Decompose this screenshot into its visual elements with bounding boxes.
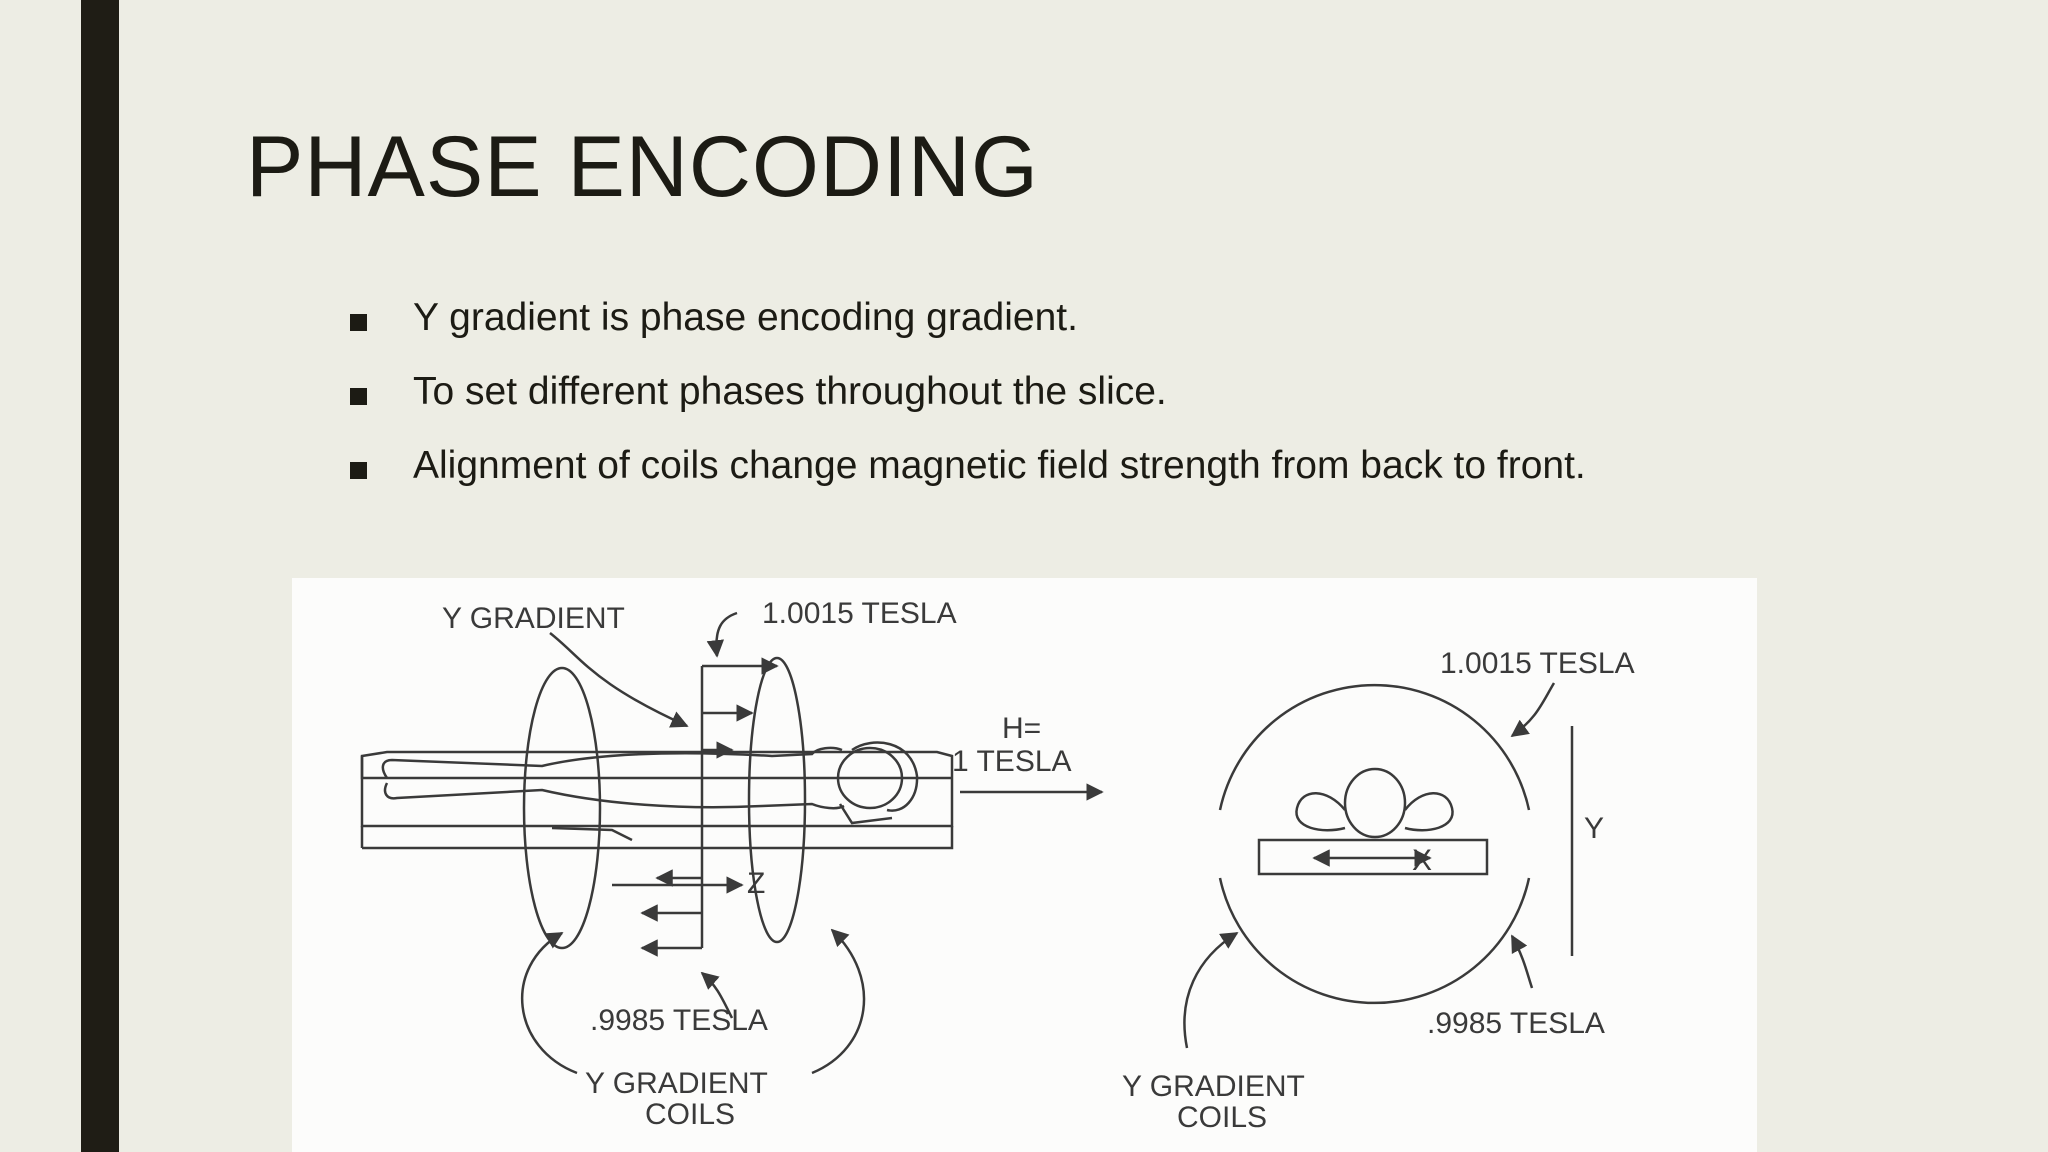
coil-pointer-right [811,928,866,1075]
slide-title: PHASE ENCODING [246,119,1039,215]
right-top-field-label: 1.0015 TESLA [1440,647,1635,680]
right-coils-label-line1: Y GRADIENT [1122,1070,1305,1103]
square-bullet-icon [350,314,367,331]
bullet-text: Y gradient is phase encoding gradient. [413,296,1078,339]
side-accent-bar [81,0,119,1152]
z-axis-label: Z [747,867,765,900]
x-axis-label: X [1412,844,1432,877]
square-bullet-icon [350,462,367,479]
y-gradient-label: Y GRADIENT [442,602,625,635]
left-coils-label-line2: COILS [645,1098,735,1131]
patient-figure [381,741,919,842]
phase-encoding-diagram: Y GRADIENT 1.0015 TESLA Z .9985 TESLA Y … [292,578,1757,1152]
gradient-plane [640,657,779,957]
field-h-label-line2: 1 TESLA [952,745,1072,778]
y-gradient-pointer [549,632,689,728]
left-bottom-field-label: .9985 TESLA [590,1004,768,1037]
right-coils-label-line2: COILS [1177,1101,1267,1134]
coil-pointer-left [520,931,578,1075]
field-h-label-line1: H= [1002,712,1041,745]
top-field-pointer [706,611,738,658]
left-top-field-label: 1.0015 TESLA [762,597,957,630]
right-coil-pointer [1183,931,1239,1049]
y-gradient-coil-front [522,666,602,950]
right-top-field-pointer [1510,682,1556,738]
square-bullet-icon [350,388,367,405]
right-bottom-field-label: .9985 TESLA [1427,1007,1605,1040]
y-axis-label: Y [1584,812,1604,845]
bullet-text: Alignment of coils change magnetic field… [413,444,1586,487]
right-bottom-field-pointer [1510,934,1534,989]
diagram-drawing: Y GRADIENT 1.0015 TESLA Z .9985 TESLA Y … [360,597,1635,1134]
patient-cross-section [1257,767,1489,876]
bore-cross-section [1218,683,1531,1005]
left-coils-label-line1: Y GRADIENT [585,1067,768,1100]
bullet-text: To set different phases throughout the s… [413,370,1167,413]
bottom-field-pointer [700,971,734,1019]
patient-table [360,750,954,850]
